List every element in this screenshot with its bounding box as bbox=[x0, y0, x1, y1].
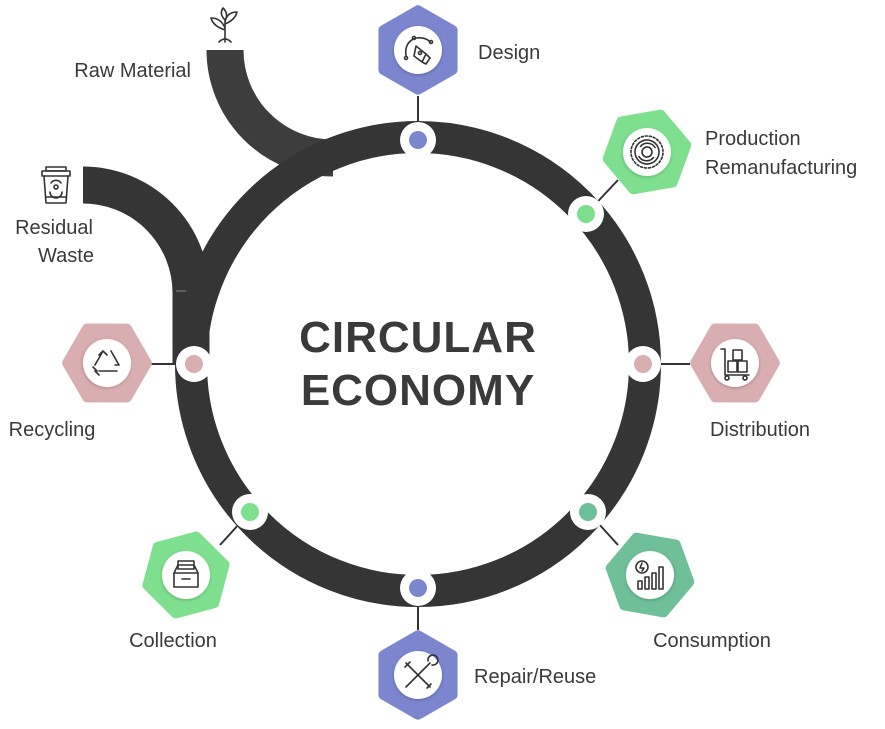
ring-dot-collection bbox=[232, 494, 268, 530]
label-collection: Collection bbox=[129, 630, 217, 652]
stage-recycling[interactable] bbox=[57, 312, 156, 415]
residual-waste-label-2: Waste bbox=[38, 245, 94, 267]
plant-sprout-icon bbox=[210, 7, 238, 43]
stage-repair[interactable] bbox=[384, 635, 453, 714]
label-distribution: Distribution bbox=[710, 419, 810, 441]
residual-waste-label-1: Residual bbox=[15, 217, 93, 239]
stage-collection[interactable] bbox=[143, 528, 230, 622]
raw-material-label: Raw Material bbox=[74, 60, 191, 82]
archive-box-icon bbox=[173, 560, 199, 588]
connectors bbox=[150, 96, 690, 630]
ring-dot-production bbox=[568, 196, 604, 232]
title-line-1: CIRCULAR bbox=[299, 313, 537, 362]
recycle-icon bbox=[92, 350, 120, 376]
stage-production[interactable] bbox=[601, 103, 693, 201]
stage-design[interactable] bbox=[384, 10, 453, 89]
label-production: Production bbox=[705, 128, 801, 150]
stage-consumption[interactable] bbox=[604, 526, 696, 624]
stage-distribution[interactable] bbox=[685, 312, 784, 415]
raw-material-flow bbox=[206, 49, 334, 177]
pen-tool-icon bbox=[403, 35, 434, 65]
gear-cycle-icon bbox=[630, 135, 664, 169]
label-consumption: Consumption bbox=[653, 630, 771, 652]
label-repair-reuse: Repair/Reuse bbox=[474, 666, 596, 688]
biohazard-bin-icon bbox=[41, 166, 71, 204]
label-remanufacturing: Remanufacturing bbox=[705, 157, 857, 179]
wrench-screwdriver-icon bbox=[404, 654, 439, 689]
hand-truck-boxes-icon bbox=[720, 348, 750, 381]
title-line-2: ECONOMY bbox=[301, 366, 535, 415]
ring-dot-repair bbox=[400, 570, 436, 606]
energy-chart-icon bbox=[635, 560, 664, 590]
ring-dot-recycling bbox=[176, 346, 212, 382]
ring-dot-distribution bbox=[625, 346, 661, 382]
ring-dot-consumption bbox=[570, 494, 606, 530]
ring-dot-design bbox=[400, 122, 436, 158]
label-design: Design bbox=[478, 42, 540, 64]
residual-waste-flow bbox=[82, 166, 210, 365]
label-recycling: Recycling bbox=[9, 419, 96, 441]
